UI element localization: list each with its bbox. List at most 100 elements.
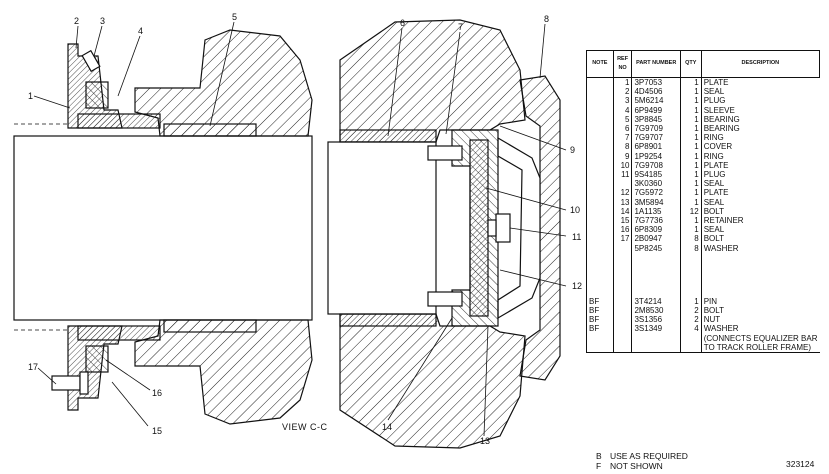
cell-note: BF [586, 324, 614, 334]
callout-15: 15 [152, 426, 162, 436]
cell-desc: BOLT [700, 234, 820, 244]
cell-part: 6P9499 [631, 105, 681, 115]
cell-qty: 2 [679, 315, 702, 325]
parts-table: NOTE REF NO PART NUMBER QTY DESCRIPTION … [586, 50, 821, 354]
cell-desc: PIN [700, 296, 820, 307]
view-label: VIEW C-C [282, 422, 328, 432]
cell-part: 7G7736 [631, 216, 681, 226]
cell-part: 1A1135 [631, 206, 681, 217]
footnote-text: NOT SHOWN [610, 461, 663, 471]
cell-part: 7G9709 [631, 124, 681, 134]
cell-ref: 15 [612, 216, 632, 226]
cell-desc: RING [700, 151, 820, 161]
cell-ref: 11 [612, 170, 632, 180]
header-ref: REF NO [612, 50, 633, 78]
cell-part: 3K0360 [631, 179, 681, 189]
cell-desc: RING [700, 133, 820, 143]
footnote-text: USE AS REQUIRED [610, 451, 688, 461]
cell-part: 5P8245 [631, 243, 681, 253]
cell-qty: 8 [679, 243, 702, 253]
cell-ref [612, 306, 632, 316]
cell-desc: NUT [700, 315, 820, 325]
leader-lines [33, 21, 567, 437]
cell-part: 3P7053 [631, 77, 681, 88]
callout-labels: 1 2 3 4 5 6 7 8 9 10 11 12 13 14 15 16 1… [28, 12, 582, 446]
table-spacer [586, 252, 820, 297]
cell-note [586, 105, 614, 115]
cell-note [586, 151, 614, 161]
cell-desc: BOLT [700, 206, 820, 217]
cell-qty: 1 [679, 225, 702, 235]
seal-upper [85, 81, 109, 109]
sleeve-lower [77, 325, 161, 341]
cell-note [586, 87, 614, 97]
cell-qty [679, 333, 702, 343]
header-desc: DESCRIPTION [700, 50, 821, 78]
cell-desc: PLATE [700, 160, 820, 171]
cell-qty: 1 [679, 142, 702, 152]
cell-ref [612, 243, 632, 253]
cell-note [586, 124, 614, 134]
cell-note: BF [586, 296, 614, 307]
cell-qty: 1 [679, 114, 702, 125]
cell-qty: 2 [679, 306, 702, 316]
frame-upper [339, 19, 526, 143]
callout-6: 6 [400, 18, 405, 28]
footnote-key: B [596, 451, 602, 461]
cell-desc: TO TRACK ROLLER FRAME) [700, 342, 820, 354]
cell-ref: 7 [612, 133, 632, 143]
cell-part: 6P8901 [631, 142, 681, 152]
cell-ref: 13 [612, 197, 632, 207]
cell-desc: WASHER [700, 243, 820, 253]
right-section-view [327, 19, 561, 449]
sleeve-upper [77, 113, 161, 129]
seal-lower [85, 345, 109, 373]
plug [81, 49, 101, 73]
cell-desc: RETAINER [700, 216, 820, 226]
cell-desc: BEARING [700, 114, 820, 125]
cell-qty: 1 [679, 170, 702, 180]
cell-qty: 1 [679, 87, 702, 97]
cell-qty: 1 [679, 77, 702, 88]
callout-17: 17 [28, 362, 38, 372]
callout-2: 2 [74, 16, 79, 26]
cell-qty: 1 [679, 296, 702, 307]
cell-desc: SEAL [700, 225, 820, 235]
cell-ref: 1 [612, 77, 632, 88]
cell-note [586, 333, 614, 343]
callout-16: 16 [152, 388, 162, 398]
cell-ref: 4 [612, 105, 632, 115]
table-row: TO TRACK ROLLER FRAME) [586, 342, 820, 354]
cell-ref: 10 [612, 160, 632, 171]
cell-desc: BEARING [700, 124, 820, 134]
cell-desc: COVER [700, 142, 820, 152]
cell-qty: 1 [679, 197, 702, 207]
cell-ref: 16 [612, 225, 632, 235]
cell-desc: SEAL [700, 197, 820, 207]
cell-note [586, 77, 614, 88]
cell-part [631, 333, 681, 343]
retaining-plate [469, 139, 489, 317]
cell-ref: 8 [612, 142, 632, 152]
cell-qty: 1 [679, 216, 702, 226]
cell-ref: 17 [612, 234, 632, 244]
cell-ref [612, 315, 632, 325]
cell-note [586, 114, 614, 125]
bolt-upper [427, 145, 463, 161]
cell-desc: PLUG [700, 170, 820, 180]
callout-7: 7 [458, 22, 463, 32]
cell-qty: 1 [679, 179, 702, 189]
cell-part: 4D4506 [631, 87, 681, 97]
cell-qty: 12 [679, 206, 702, 217]
header-part: PART NUMBER [631, 50, 681, 78]
